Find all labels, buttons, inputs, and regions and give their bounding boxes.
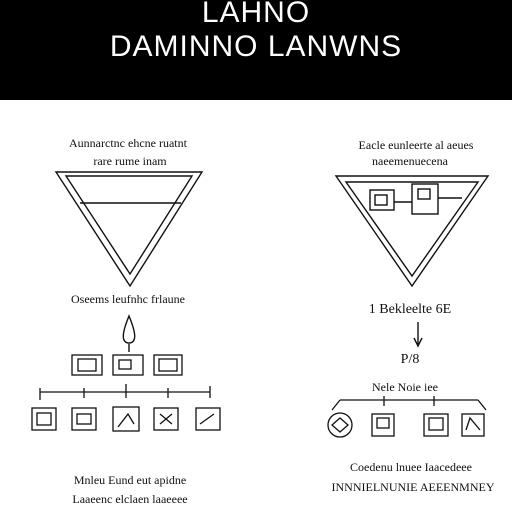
left-heading-1: Aunnarctnc ehcne ruatnt [69,136,187,150]
header-banner: LAHNO DAMINNO LANWNS [0,0,512,100]
left-bracket [39,384,211,400]
right-short-label: P/8 [400,352,420,367]
left-heading-2: rare rume inam [93,154,167,168]
title-line-1: LAHNO [201,0,311,29]
left-lower-boxes [31,406,221,432]
title-line-2: DAMINNO LANWNS [109,30,403,63]
right-value-label: 1 Bekleelte 6E [368,302,452,317]
right-mid-label: Nele Noie iee [372,380,438,394]
right-triangle [334,175,490,288]
left-triangle [54,171,204,288]
right-footer-1: Coedenu lnuee Iaacedeee [350,460,472,474]
right-footer-2: INNNIELNUNIE AEEENMNEY [331,480,495,494]
right-heading-2: naeemenuecena [372,154,448,168]
right-heading-1: Eacle eunleerte al aeues [358,138,474,152]
right-arrow-icon [413,322,423,348]
left-upper-boxes [71,354,183,376]
right-lower-boxes [327,412,485,438]
droplet-icon [122,314,136,352]
left-footer-2: Laaeenc elclaen laaeeee [72,492,188,506]
right-bracket [331,396,487,411]
left-footer-1: Mnleu Eund eut apidne [73,473,187,487]
left-mid-label: Oseems leufnhc frlaune [71,292,185,306]
